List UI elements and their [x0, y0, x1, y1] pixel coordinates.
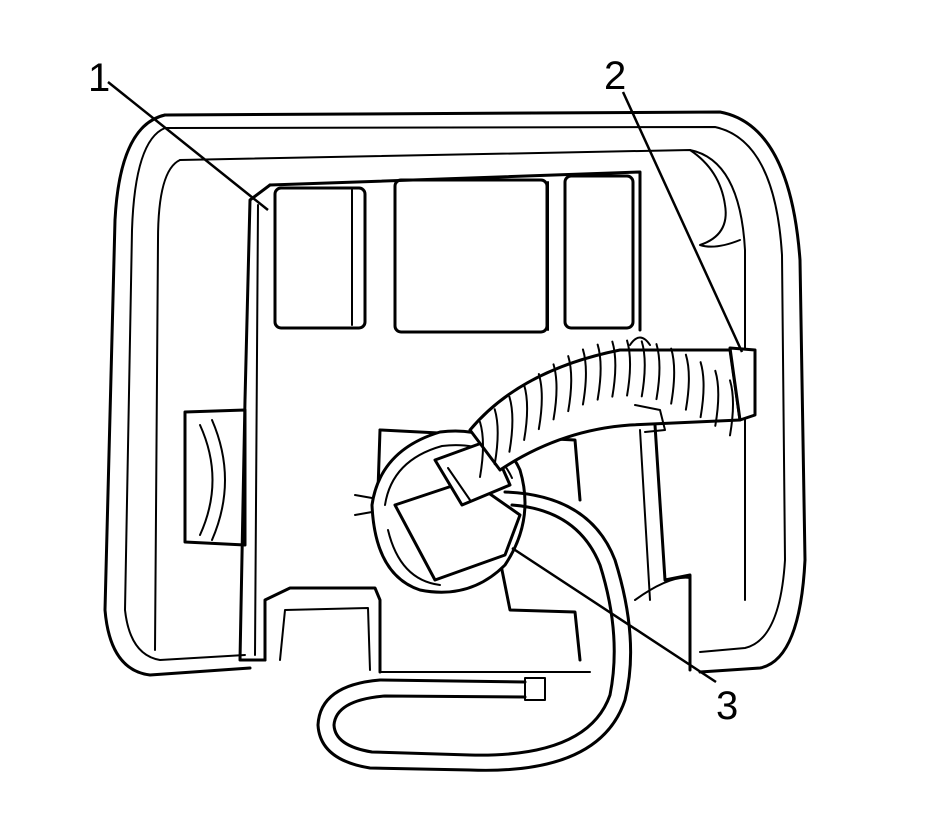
- housing-shell: [103, 110, 807, 677]
- hose-rib: [552, 363, 558, 421]
- blower-motor: [354, 428, 582, 662]
- hose-rib: [699, 361, 705, 419]
- hose-rib: [523, 383, 529, 441]
- wiring-harness: [316, 490, 633, 772]
- leader-line-1: [107, 81, 269, 211]
- hose-rib: [670, 347, 676, 405]
- hose-rib: [479, 421, 484, 478]
- hose-rib: [493, 408, 499, 466]
- callout-1: 1: [88, 56, 111, 100]
- hose-rib: [508, 395, 514, 453]
- inner-panel: [183, 170, 642, 674]
- callout-3: 3: [716, 684, 739, 728]
- hose-rib: [581, 348, 587, 406]
- hose-rib: [640, 340, 646, 398]
- callout-2: 2: [604, 54, 627, 98]
- hose-rib: [729, 379, 734, 437]
- leader-line-2: [621, 91, 744, 353]
- hose-rib: [626, 339, 632, 397]
- hose-rib: [655, 343, 661, 401]
- hose-rib: [684, 353, 690, 411]
- hose-rib: [537, 373, 543, 431]
- leader-line-3: [511, 546, 717, 684]
- hose-rib: [596, 343, 602, 401]
- hose-rib: [714, 369, 720, 427]
- hose-rib: [611, 340, 617, 398]
- duct-hose: [468, 336, 757, 672]
- hose-rib: [567, 355, 573, 413]
